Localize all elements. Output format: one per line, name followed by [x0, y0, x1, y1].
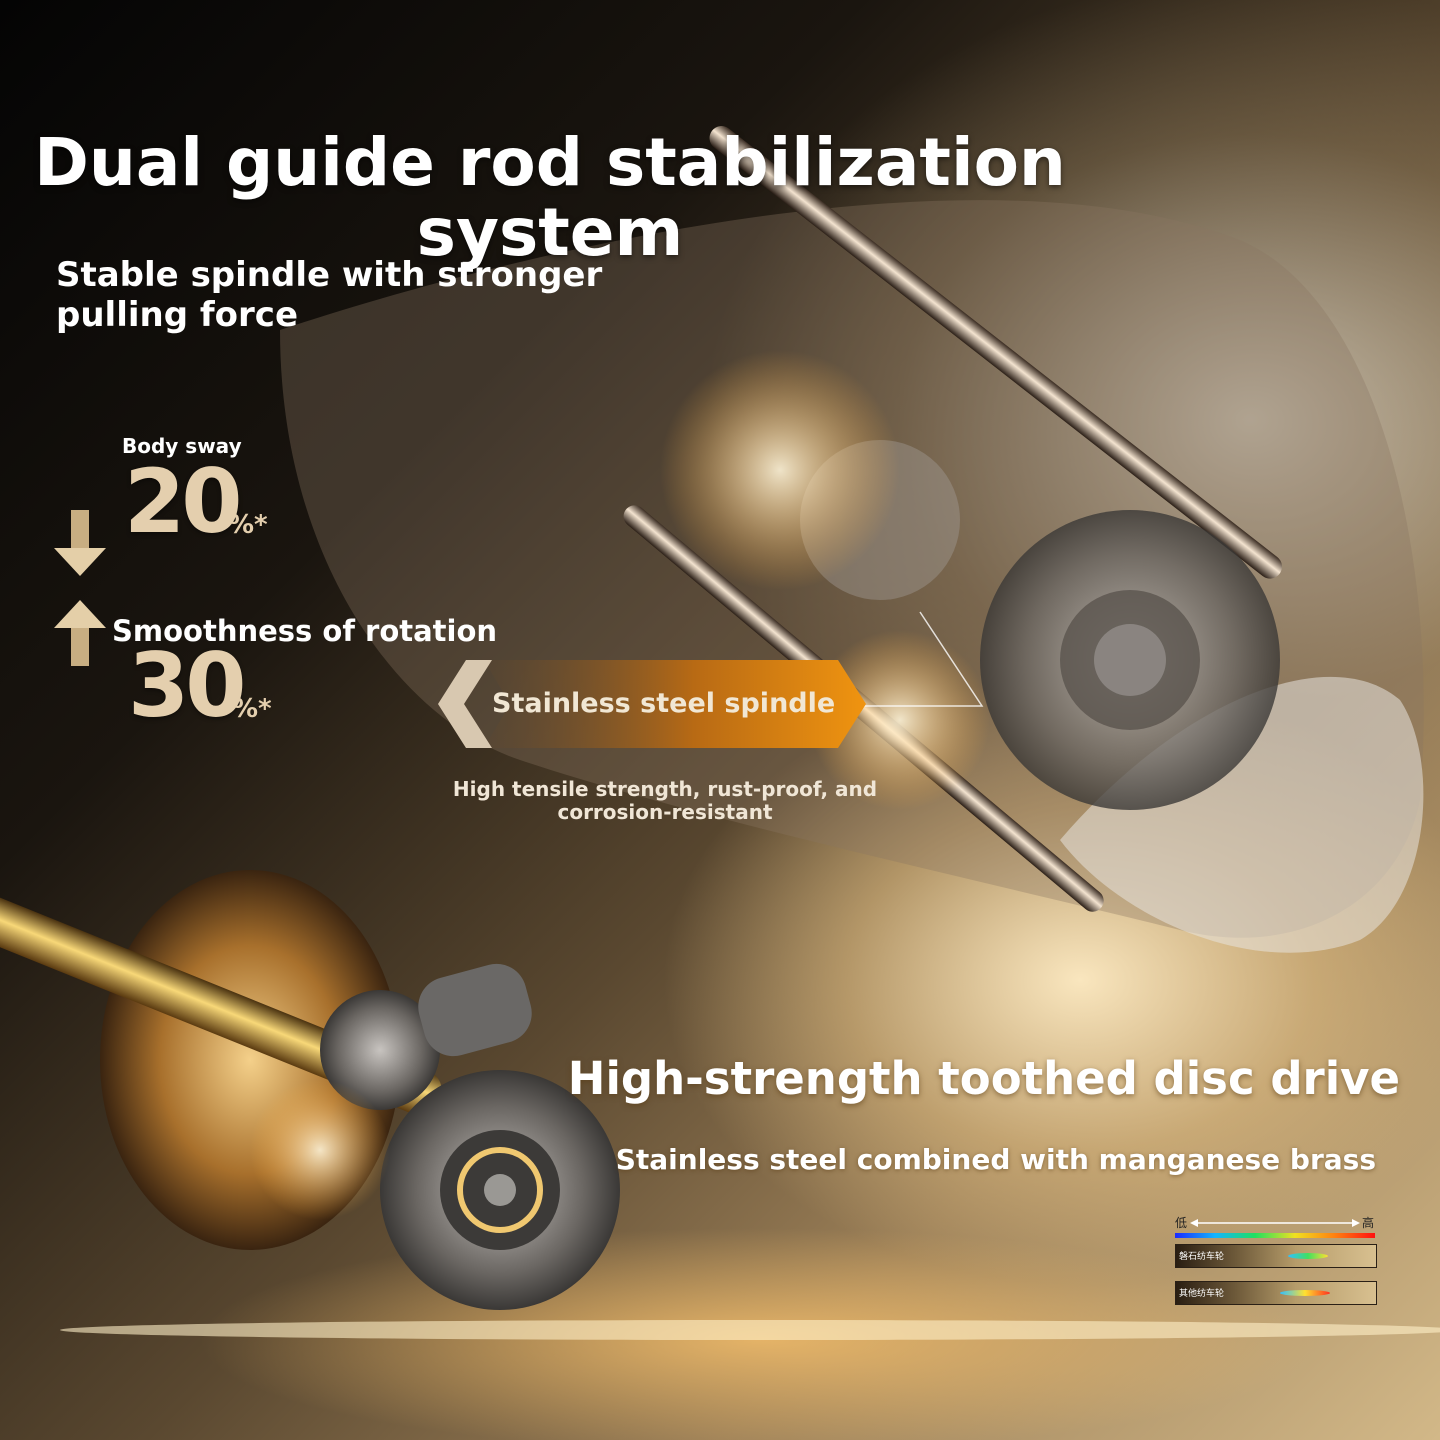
legend-high-label: 高 [1362, 1216, 1375, 1230]
stat-unit-body-sway: %* [228, 510, 268, 540]
pointer-line [862, 611, 984, 707]
arrow-up-icon [54, 600, 106, 666]
steel-sleeve [418, 963, 532, 1057]
legend-low-label: 低 [1175, 1216, 1188, 1230]
small-gear [320, 990, 440, 1110]
color-scale-bar [1175, 1233, 1375, 1238]
stat-label-smoothness: Smoothness of rotation [112, 614, 498, 648]
spindle-caption: High tensile strength, rust-proof, and c… [452, 777, 878, 824]
page-title: Dual guide rod stabilization system [34, 124, 1066, 272]
thermal-row: 其他纺车轮 [1175, 1281, 1377, 1305]
stat-value-smoothness: 30 [128, 634, 246, 737]
spindle-banner [438, 660, 866, 748]
thermal-row-label: 其他纺车轮 [1179, 1289, 1225, 1299]
thermal-row: 磐石纺车轮 [1175, 1244, 1377, 1268]
reel-cover [1060, 676, 1424, 953]
stat-label-body-sway: Body sway [122, 434, 242, 458]
stat-unit-smoothness: %* [232, 694, 272, 724]
brass-shaft [0, 890, 442, 1115]
spindle-banner-label: Stainless steel spindle [492, 688, 836, 719]
thermal-row-label: 磐石纺车轮 [1179, 1252, 1225, 1262]
heat-spot [1280, 1290, 1330, 1296]
drive-heading: High-strength toothed disc drive [567, 1052, 1400, 1105]
arrow-down-icon [54, 510, 106, 576]
legend-arrow [1190, 1219, 1360, 1227]
page-subtitle: Stable spindle with stronger pulling for… [56, 255, 603, 335]
heat-spot [1288, 1253, 1328, 1259]
stat-value-body-sway: 20 [124, 450, 242, 553]
drive-subheading: Stainless steel combined with manganese … [615, 1143, 1376, 1176]
upper-guide-rod [709, 126, 1282, 579]
